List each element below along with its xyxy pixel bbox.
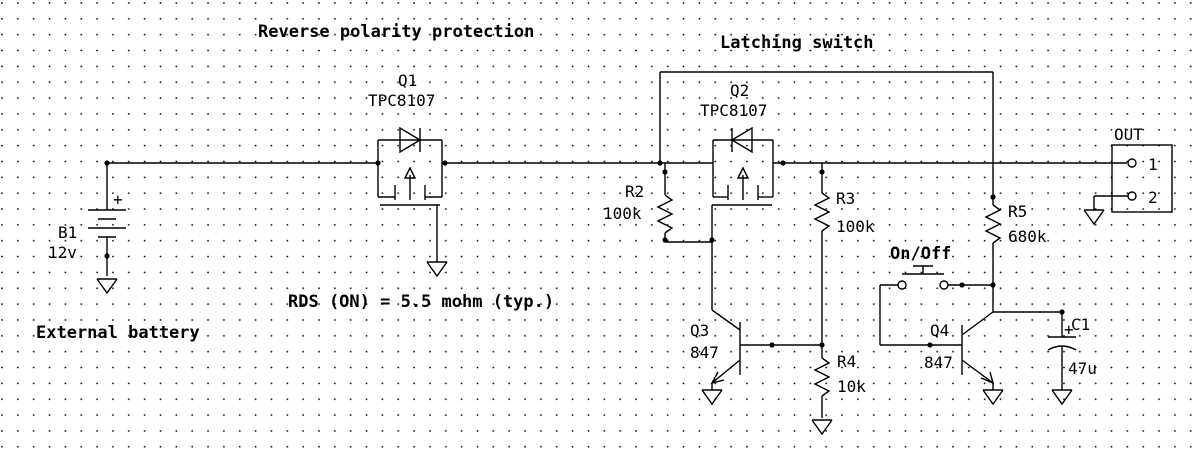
q1-ref: Q1 — [398, 71, 417, 90]
output-connector: OUT 1 2 — [1093, 125, 1173, 213]
resistor-r5: R5 680k — [984, 197, 1047, 312]
ground-icon — [1083, 209, 1105, 226]
battery-value: 12v — [48, 243, 77, 262]
battery-plus-sign: + — [113, 190, 123, 209]
junction-dots — [104, 160, 1065, 348]
transistor-q3: Q3 847 — [690, 309, 822, 390]
title-external-battery: External battery — [36, 323, 200, 343]
switch-label: On/Off — [890, 244, 951, 264]
mosfet-q1: Q1 TPC8107 — [368, 71, 443, 262]
r3-value: 100k — [836, 217, 875, 236]
c1-ref: C1 — [1071, 315, 1090, 334]
q2-part: TPC8107 — [700, 101, 767, 120]
q4-part: 847 — [924, 353, 953, 372]
battery-ref: B1 — [58, 223, 77, 242]
r2-ref: R2 — [625, 182, 644, 201]
ground-icon — [426, 261, 448, 278]
pushbutton-switch: On/Off — [879, 244, 993, 345]
resistor-r4: R4 10k — [813, 345, 866, 418]
ground-icon — [96, 278, 118, 295]
r4-value: 10k — [837, 377, 866, 396]
r4-ref: R4 — [837, 352, 856, 371]
c1-plus-sign: + — [1064, 320, 1074, 339]
q3-part: 847 — [690, 343, 719, 362]
c1-value: 47u — [1068, 359, 1097, 378]
capacitor-c1: + C1 47u — [1047, 312, 1097, 390]
resistor-r2: R2 100k — [603, 163, 712, 243]
out-label: OUT — [1114, 125, 1143, 144]
main-rail-wires — [107, 71, 1127, 197]
r5-value: 680k — [1008, 227, 1047, 246]
resistor-r3: R3 100k — [813, 163, 875, 345]
rds-note: RDS (ON) = 5.5 mohm (typ.) — [288, 292, 554, 312]
ground-icon — [1051, 389, 1073, 406]
battery-b1: + B1 12v — [48, 163, 126, 276]
title-latching-switch: Latching switch — [720, 33, 874, 53]
q3-ref: Q3 — [690, 321, 709, 340]
ground-icon — [982, 389, 1004, 406]
ground-icon — [811, 419, 833, 436]
transistor-q4: Q4 847 — [880, 311, 1062, 390]
r5-ref: R5 — [1008, 202, 1027, 221]
q4-ref: Q4 — [930, 321, 949, 340]
q1-part: TPC8107 — [368, 91, 435, 110]
r3-ref: R3 — [836, 189, 855, 208]
ground-icon — [701, 389, 723, 406]
out-pin1: 1 — [1148, 155, 1158, 174]
r2-value: 100k — [603, 204, 642, 223]
out-pin2: 2 — [1148, 188, 1158, 207]
q2-ref: Q2 — [730, 81, 749, 100]
title-reverse-polarity: Reverse polarity protection — [258, 22, 534, 42]
mosfet-q2: Q2 TPC8107 — [700, 81, 774, 310]
